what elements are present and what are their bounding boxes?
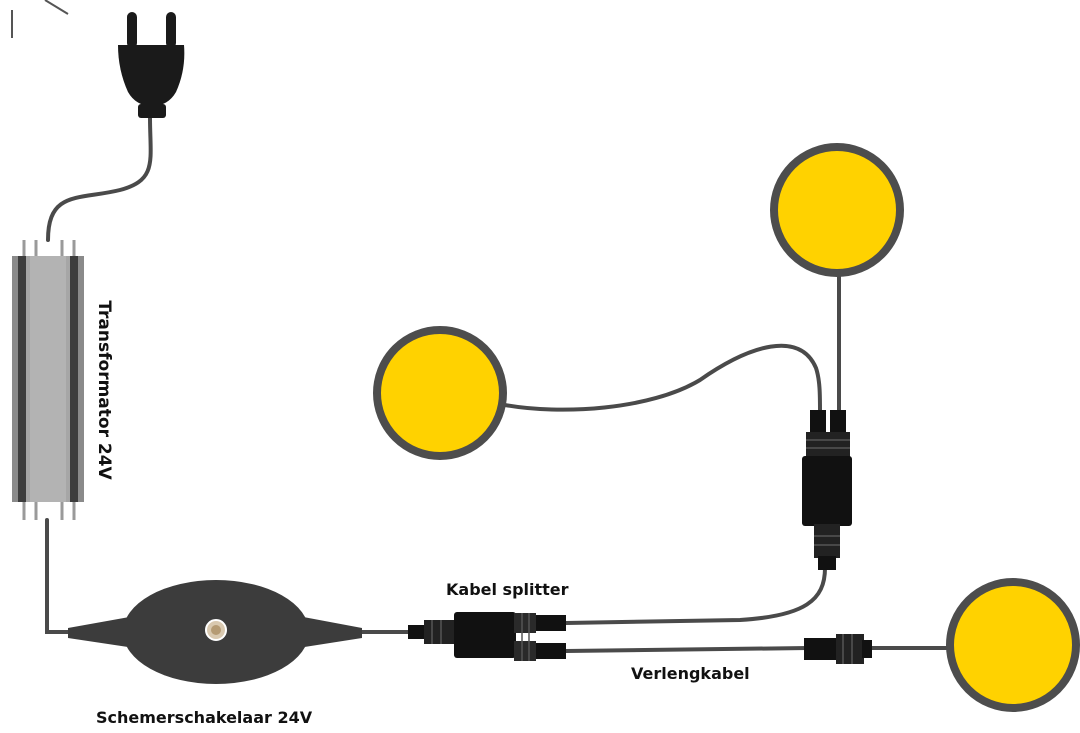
lamp-right (946, 578, 1080, 712)
transformer-dimmer-cable (45, 518, 74, 634)
plug-cable (46, 116, 153, 242)
cable-splitter (408, 612, 566, 661)
corner-artefact (11, 0, 69, 38)
lamp-left (373, 326, 507, 460)
left-lamp-cable (503, 343, 822, 414)
transformer-label: Transformator 24V (94, 300, 114, 480)
splitter-lower-cable (564, 646, 810, 653)
cables (45, 116, 950, 653)
dimmer (68, 580, 362, 684)
dimmer-label: Schemerschakelaar 24V (96, 708, 313, 727)
extension-connector (804, 634, 872, 664)
splitter-label: Kabel splitter (446, 580, 569, 599)
dimmer-knob-icon (205, 619, 227, 641)
lamp-splitter (802, 410, 852, 570)
splitter-upper-cable (564, 566, 827, 625)
power-plug-icon (118, 12, 185, 118)
lamp-top (770, 143, 904, 277)
transformer (12, 240, 84, 520)
extension-label: Verlengkabel (631, 664, 750, 683)
